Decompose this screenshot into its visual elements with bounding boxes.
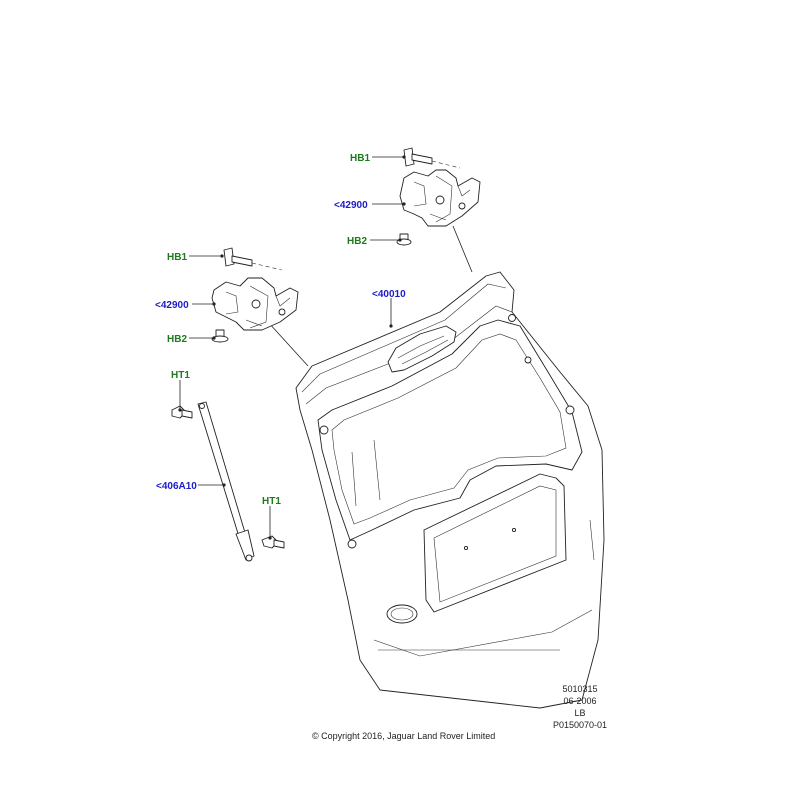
callout-hinge-upper: <42900 — [334, 200, 368, 211]
callout-ht1-lower: HT1 — [262, 496, 281, 507]
callout-tailgate: <40010 — [372, 289, 406, 300]
strut-dot — [222, 483, 226, 487]
hinge-lower-dot — [212, 302, 216, 306]
ht1-lower-dot — [268, 536, 272, 540]
hb1-lower-dot — [220, 254, 224, 258]
callout-hinge-lower: <42900 — [155, 300, 189, 311]
callout-hb1-upper: HB1 — [350, 153, 370, 164]
ht1-upper-dot — [178, 408, 182, 412]
gas-strut — [171, 401, 285, 562]
callout-hb2-upper: HB2 — [347, 236, 367, 247]
diagram-ref: P0150070-01 — [552, 720, 608, 730]
hinge-lower-assembly — [211, 247, 299, 343]
diagram-reference-block: 5010315 06-2006 LB P0150070-01 — [540, 683, 620, 731]
tailgate-panel — [295, 271, 605, 709]
callout-hb1-lower: HB1 — [167, 252, 187, 263]
tailgate-dot — [389, 324, 393, 328]
hinge-lower-leader — [267, 321, 309, 367]
hb2-upper-dot — [398, 238, 402, 242]
diagram-code: 5010315 — [562, 684, 598, 694]
callout-hb2-lower: HB2 — [167, 334, 187, 345]
hinge-upper-dot — [402, 202, 406, 206]
callout-strut: <406A10 — [156, 481, 197, 492]
hinge-upper-leader — [452, 225, 473, 273]
hb1-upper-dot — [402, 155, 406, 159]
hb2-lower-dot — [212, 336, 216, 340]
copyright-notice: © Copyright 2016, Jaguar Land Rover Limi… — [312, 731, 496, 741]
hinge-upper-assembly — [396, 147, 481, 246]
diagram-date: 06-2006 — [563, 696, 597, 706]
diagram-region: LB — [574, 708, 586, 718]
callout-ht1-upper: HT1 — [171, 370, 190, 381]
